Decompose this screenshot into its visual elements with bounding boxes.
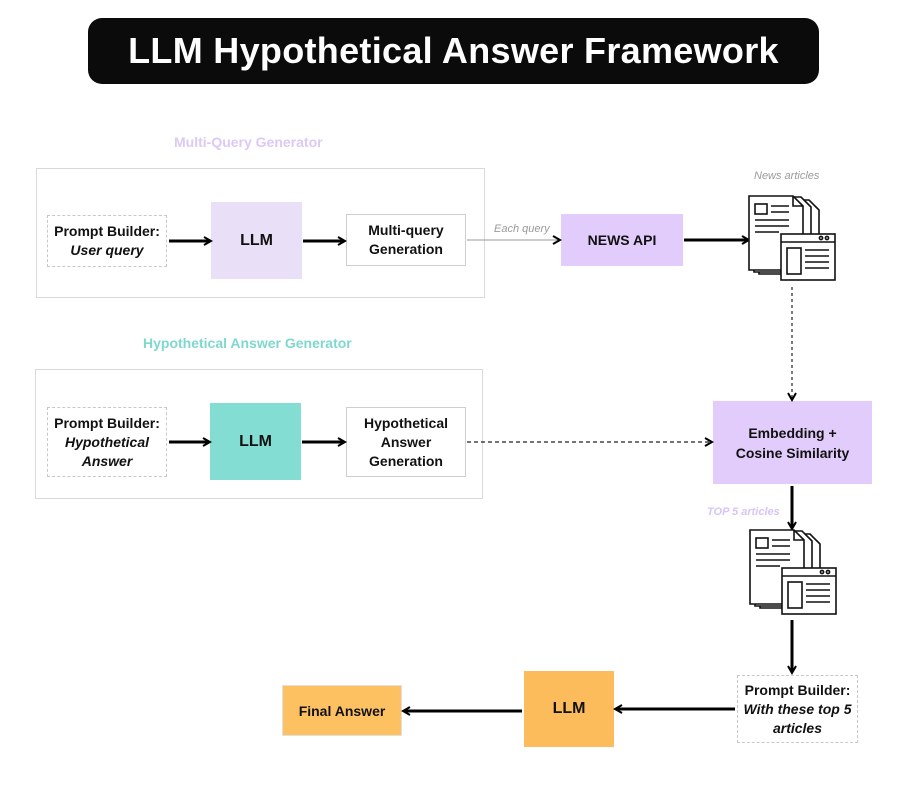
each-query-label: Each query	[494, 223, 550, 235]
prompt-builder-title: Prompt Builder:	[54, 414, 160, 431]
embedding-cosine-similarity: Embedding + Cosine Similarity	[713, 401, 872, 484]
hypothetical-llm: LLM	[210, 403, 301, 480]
top5-articles-icon	[749, 529, 837, 615]
top5-articles-label: TOP 5 articles	[707, 506, 780, 518]
final-prompt-builder: Prompt Builder: With these top 5 article…	[737, 675, 858, 743]
multi-query-group-label: Multi-Query Generator	[174, 134, 323, 150]
final-llm: LLM	[524, 671, 614, 747]
news-api: NEWS API	[561, 214, 683, 266]
multi-query-llm: LLM	[211, 202, 302, 279]
prompt-builder-subtitle: User query	[70, 242, 144, 258]
news-articles-icon	[748, 195, 836, 281]
hypothetical-group-label: Hypothetical Answer Generator	[143, 335, 352, 351]
prompt-builder-title: Prompt Builder:	[744, 681, 851, 698]
prompt-builder-subtitle: Hypothetical Answer	[64, 433, 149, 469]
prompt-builder-title: Prompt Builder:	[54, 223, 160, 239]
news-articles-label: News articles	[754, 170, 820, 182]
prompt-builder-subtitle: With these top 5 articles	[743, 700, 852, 736]
multi-query-prompt-builder: Prompt Builder: User query	[47, 215, 167, 267]
page-title: LLM Hypothetical Answer Framework	[88, 18, 819, 84]
hypothetical-prompt-builder: Prompt Builder: Hypothetical Answer	[47, 407, 167, 477]
hypothetical-generation: Hypothetical Answer Generation	[346, 407, 466, 477]
multi-query-generation: Multi-query Generation	[346, 214, 466, 266]
